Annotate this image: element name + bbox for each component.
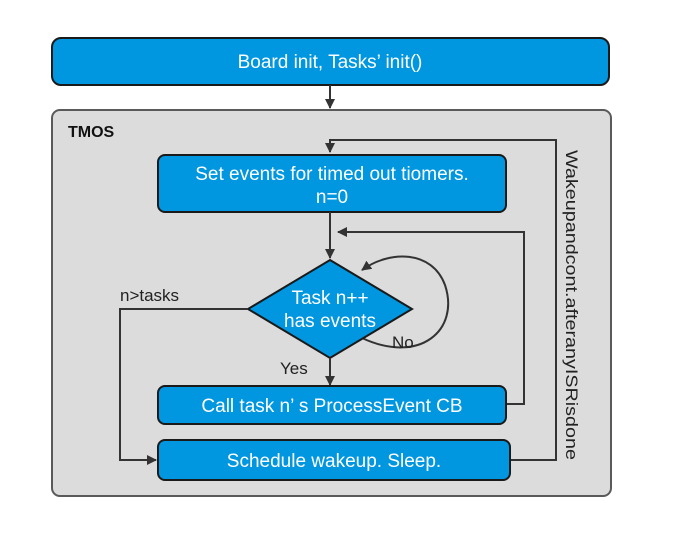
board-init-label: Board init, Tasks’ init() — [238, 52, 423, 73]
set-events-label-1: Set events for timed out tiomers. — [195, 164, 469, 185]
set-events-label-2: n=0 — [316, 187, 348, 208]
wakeup-loop-line — [325, 139, 557, 461]
wakeup-label: Wakeupandcont.afteranyISRisdone — [562, 150, 581, 460]
exit-path-line — [119, 308, 248, 465]
yes-label: Yes — [280, 359, 308, 378]
decision-label-2: has events — [284, 311, 376, 332]
call-task-box — [157, 385, 507, 425]
set-events-box — [157, 154, 507, 213]
no-self-loop — [361, 255, 450, 349]
decision-label-1: Task n++ — [291, 288, 368, 309]
exit-label: n>tasks — [120, 286, 179, 305]
call-task-loop-line — [337, 227, 525, 405]
tmos-title: TMOS — [68, 124, 115, 141]
schedule-label: Schedule wakeup. Sleep. — [227, 451, 441, 472]
no-label: No — [392, 333, 414, 352]
call-task-label: Call task n’ s ProcessEvent CB — [201, 396, 462, 417]
schedule-box — [157, 439, 511, 481]
